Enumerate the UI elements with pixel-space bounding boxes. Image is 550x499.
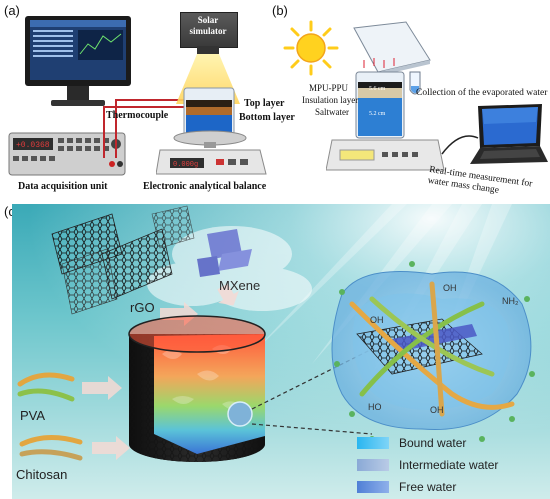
chitosan-chains xyxy=(19,435,83,461)
collection-tube xyxy=(409,71,421,95)
beaker-sample xyxy=(183,87,235,137)
pva-label: PVA xyxy=(20,408,46,423)
panel-a-label: (a) xyxy=(4,3,20,18)
realtime-label: Real-time measurement for water mass cha… xyxy=(427,165,533,201)
simulator-nozzle xyxy=(197,46,219,54)
saltwater-label: Saltwater xyxy=(315,107,349,117)
oh-label-2: OH xyxy=(370,315,384,325)
rgo-label: rGO xyxy=(130,300,155,315)
legend-item-free-water: Free water xyxy=(357,476,547,498)
collection-label: Collection of the evaporated water xyxy=(416,88,548,98)
insulation-label: Insulation layer xyxy=(302,95,359,105)
solar-simulator-label: Solar simulator xyxy=(180,15,236,37)
legend-swatch-free xyxy=(357,481,389,493)
legend-label-intermediate: Intermediate water xyxy=(399,458,499,472)
beaker-b xyxy=(355,58,405,139)
panel-b-label: (b) xyxy=(272,3,288,18)
mxene-label: MXene xyxy=(219,278,261,293)
panel-c-background xyxy=(12,204,550,499)
bottom-layer-label: Bottom layer xyxy=(239,112,295,123)
thermocouple-label: Thermocouple xyxy=(106,110,169,121)
legend-swatch-bound xyxy=(357,437,389,449)
mxene-flakes xyxy=(197,229,252,277)
balance-b xyxy=(326,139,445,171)
pva-chains xyxy=(17,372,75,402)
legend-item-bound-water: Bound water xyxy=(357,432,547,454)
legend-swatch-intermediate xyxy=(357,459,389,471)
legend-label-free: Free water xyxy=(399,480,457,494)
oh-label-3: OH xyxy=(430,405,444,415)
top-layer-label: Top layer xyxy=(244,98,285,109)
water-cluster xyxy=(331,261,535,442)
computer-monitor xyxy=(25,16,131,106)
legend-item-intermediate-water: Intermediate water xyxy=(357,454,547,476)
panel-c-art xyxy=(12,204,550,499)
oh-label-1: OH xyxy=(443,283,457,293)
aerogel-cylinder xyxy=(128,315,266,462)
mpu-ppu-label: MPU-PPU xyxy=(309,83,349,93)
svg-text:0.000g: 0.000g xyxy=(173,161,198,169)
thermocouple-wires xyxy=(103,99,185,158)
legend-label-bound: Bound water xyxy=(399,436,467,450)
svg-text:+0.0368: +0.0368 xyxy=(16,141,50,150)
balance-label: Electronic analytical balance xyxy=(143,181,267,192)
dim-bottom-label: 5.2 cm xyxy=(369,111,386,117)
laptop xyxy=(470,104,548,164)
chitosan-label: Chitosan xyxy=(16,467,68,482)
solar-simulator-text: Solar simulator xyxy=(189,15,227,36)
dim-top-label: 5.6 cm xyxy=(369,86,386,92)
rgo-sheets xyxy=(51,205,195,315)
water-legend: Bound water Intermediate water Free wate… xyxy=(357,432,547,498)
data-acquisition-device: +0.0368 xyxy=(8,132,126,176)
data-acquisition-label: Data acquisition unit xyxy=(18,181,108,192)
cable xyxy=(441,135,479,155)
electronic-balance: 0.000g xyxy=(156,130,267,175)
sun-icon xyxy=(283,20,339,76)
ho-label: HO xyxy=(368,402,382,412)
nh2-label: NH₂ xyxy=(502,296,519,306)
